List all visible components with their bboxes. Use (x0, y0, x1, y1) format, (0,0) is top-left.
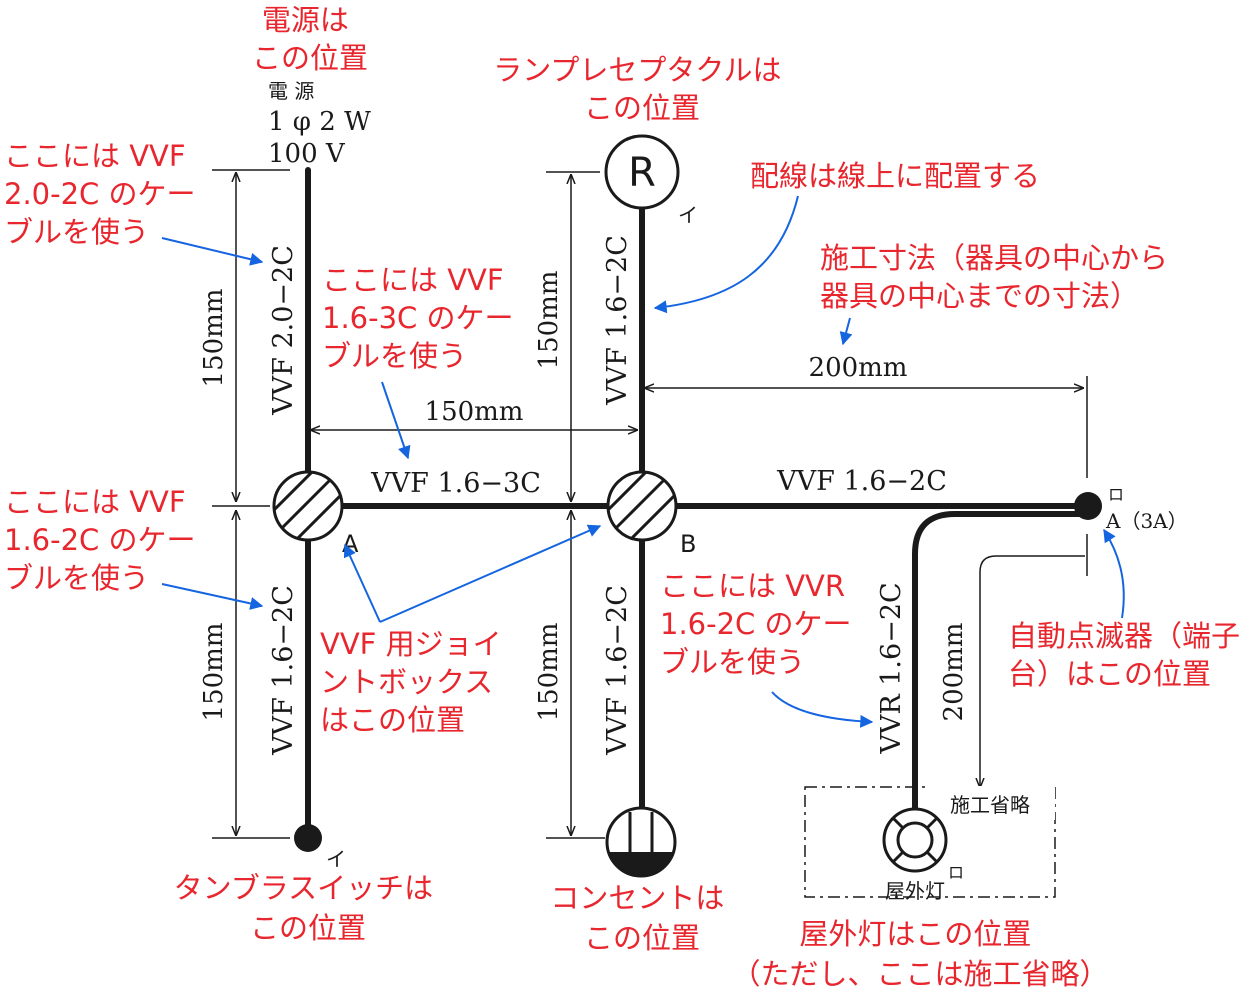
jb-b-label: B (680, 530, 696, 558)
cable-label-left-top: VVF 2.0−2C (268, 245, 299, 416)
cable-label-vvr: VVR 1.6−2C (876, 582, 907, 754)
arrow-jbox-a (343, 543, 381, 623)
wire-autoswitch-to-outdoor (912, 511, 1089, 811)
cable-label-mid-top: VVF 1.6−2C (602, 235, 633, 406)
arrow-vvf20 (161, 237, 264, 266)
junction-box-b (606, 470, 678, 542)
dim-label-left-bottom: 150mm (199, 623, 229, 722)
cable-label-mid-bottom: VVF 1.6−2C (602, 585, 633, 756)
note-vvf16: ここには VVF 1.6-2C のケー ブルを使う (4, 485, 205, 595)
power-source-label: 電 源 1 φ 2 W 100 V (268, 79, 371, 169)
dim-label-mid-top: 150mm (534, 271, 564, 370)
cable-label-left-bottom: VVF 1.6−2C (268, 585, 299, 756)
note-lamp: ランプレセプタクルは この位置 (493, 53, 790, 125)
arrow-jbox-b (379, 524, 602, 623)
dim-label-mid-bottom: 150mm (534, 623, 564, 722)
note-dimension: 施工寸法（器具の中心から 器具の中心までの寸法） (820, 241, 1177, 313)
cable-label-ab: VVF 1.6−3C (370, 468, 541, 499)
note-vvr: ここには VVR 1.6-2C のケー ブルを使う (660, 569, 861, 679)
note-jbox: VVF 用ジョイ ントボックス はこの位置 (320, 627, 511, 737)
power-voltage: 100 V (268, 139, 346, 169)
junction-box-a (272, 470, 344, 542)
tumbler-switch-dot (294, 824, 322, 852)
note-vvf20: ここには VVF 2.0-2C のケー ブルを使う (4, 139, 205, 249)
autoswitch-a3a: A（3A） (1105, 509, 1188, 533)
note-vvf3c: ここには VVF 1.6-3C のケー ブルを使う (322, 263, 523, 373)
arrow-dimension (839, 317, 853, 346)
arrow-vvf16 (161, 583, 264, 610)
outdoor-light (804, 786, 1056, 898)
note-outlet: コンセントは この位置 (550, 881, 733, 955)
note-outdoor: 屋外灯はこの位置 （ただし、ここは施工省略） (731, 917, 1108, 991)
dim-label-auto-outdoor: 200mm (939, 623, 969, 722)
arrow-autoswitch (1103, 528, 1125, 619)
note-tumbler: タンブラスイッチは この位置 (174, 871, 443, 945)
arrow-wiring (653, 195, 799, 314)
omitted-label: 施工省略 (950, 793, 1030, 817)
dimension-lines (212, 169, 1088, 839)
autoswitch-dot (1074, 492, 1102, 520)
dim-label-left-top: 150mm (199, 289, 229, 388)
lamp-receptacle: R (604, 134, 680, 210)
outlet (605, 806, 677, 878)
dim-line-auto-outdoor (980, 555, 1085, 788)
note-power: 電源は この位置 (252, 3, 368, 75)
lamp-i-mark: イ (678, 203, 698, 227)
power-spec: 1 φ 2 W (268, 107, 371, 137)
dim-label-ab: 150mm (425, 397, 524, 427)
jb-a-label: A (342, 530, 359, 558)
annotation-arrows (161, 195, 1125, 728)
lamp-r-symbol: R (628, 150, 656, 196)
power-name: 電 源 (268, 79, 314, 103)
note-autoswitch: 自動点滅器（端子 台）はこの位置 (1008, 619, 1248, 691)
cable-label-b-right: VVF 1.6−2C (776, 466, 947, 497)
dim-label-b-auto: 200mm (809, 353, 908, 383)
arrow-vvr (771, 691, 874, 728)
switch-i-mark: イ (326, 847, 346, 871)
arrow-vvf3c (381, 381, 411, 460)
outdoor-ro-mark: ロ (948, 863, 964, 882)
outdoor-name: 屋外灯 (885, 879, 945, 903)
autoswitch-ro-mark: ロ (1108, 485, 1124, 504)
annotations: 電源は この位置 ランプレセプタクルは この位置 配線は線上に配置する ここには… (4, 3, 1248, 991)
note-wiring: 配線は線上に配置する (750, 159, 1040, 193)
wires (305, 167, 1089, 841)
